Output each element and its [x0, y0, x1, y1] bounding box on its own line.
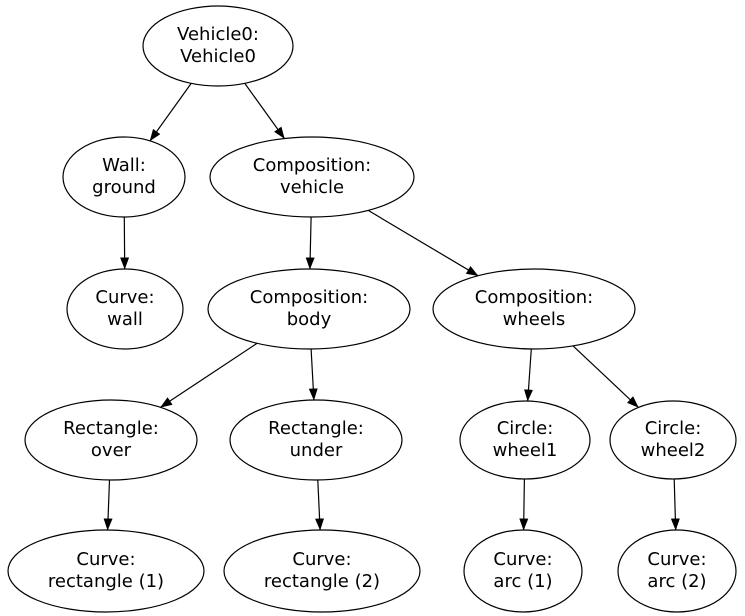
- node-ellipse-rectangle-under: [229, 399, 403, 481]
- node-label-line2-composition-body: body: [287, 309, 332, 330]
- node-curve-arc-1: Curve:arc (1): [463, 529, 583, 613]
- node-label-line1-curve-arc-1: Curve:: [493, 549, 552, 570]
- node-wall-ground: Wall:ground: [62, 136, 186, 218]
- node-ellipse-vehicle0: [142, 5, 294, 87]
- node-label-line1-curve-rectangle-2: Curve:: [292, 549, 351, 570]
- node-label-line2-vehicle0: Vehicle0: [180, 46, 256, 67]
- nodes-layer: Vehicle0:Vehicle0Wall:groundComposition:…: [7, 5, 737, 613]
- node-curve-arc-2: Curve:arc (2): [617, 529, 737, 613]
- edge-rectangle-under-to-curve-rectangle-2: [315, 479, 325, 531]
- node-label-line2-wall-ground: ground: [92, 177, 156, 198]
- node-label-line2-curve-arc-2: arc (2): [647, 571, 706, 592]
- edge-circle-wheel2-to-curve-arc-2: [670, 478, 680, 531]
- node-label-line2-rectangle-over: over: [91, 440, 132, 461]
- node-label-line2-composition-vehicle: vehicle: [280, 177, 344, 198]
- node-ellipse-rectangle-over: [24, 399, 198, 481]
- edge-circle-wheel1-to-curve-arc-1: [519, 478, 529, 531]
- node-label-line1-circle-wheel1: Circle:: [497, 418, 554, 439]
- node-ellipse-wall-ground: [62, 136, 186, 218]
- node-composition-wheels: Composition:wheels: [432, 268, 636, 350]
- edges-layer: [103, 83, 680, 531]
- node-ellipse-composition-wheels: [432, 268, 636, 350]
- edge-vehicle0-to-wall-ground: [149, 83, 192, 142]
- node-label-line1-circle-wheel2: Circle:: [645, 418, 702, 439]
- node-circle-wheel2: Circle:wheel2: [609, 400, 737, 480]
- node-ellipse-composition-vehicle: [209, 136, 415, 218]
- edge-composition-vehicle-to-composition-wheels: [367, 209, 479, 277]
- node-composition-body: Composition:body: [207, 268, 411, 350]
- edge-rectangle-over-to-curve-rectangle-1: [103, 479, 113, 531]
- node-label-line1-rectangle-under: Rectangle:: [268, 418, 364, 439]
- node-ellipse-curve-arc-2: [617, 529, 737, 613]
- node-label-line1-curve-arc-2: Curve:: [647, 549, 706, 570]
- node-ellipse-curve-wall: [66, 268, 184, 350]
- edge-composition-wheels-to-circle-wheel1: [524, 348, 533, 402]
- node-curve-rectangle-1: Curve:rectangle (1): [7, 529, 205, 613]
- node-label-line2-curve-arc-1: arc (1): [493, 571, 552, 592]
- node-rectangle-over: Rectangle:over: [24, 399, 198, 481]
- node-composition-vehicle: Composition:vehicle: [209, 136, 415, 218]
- node-curve-wall: Curve:wall: [66, 268, 184, 350]
- node-label-line2-circle-wheel1: wheel1: [493, 440, 558, 461]
- node-label-line1-composition-wheels: Composition:: [475, 287, 593, 308]
- node-ellipse-circle-wheel2: [609, 400, 737, 480]
- edge-composition-body-to-rectangle-under: [308, 348, 318, 401]
- node-label-line2-curve-rectangle-1: rectangle (1): [48, 571, 164, 592]
- node-label-line1-composition-vehicle: Composition:: [253, 155, 371, 176]
- node-rectangle-under: Rectangle:under: [229, 399, 403, 481]
- node-label-line1-vehicle0: Vehicle0:: [177, 24, 259, 45]
- node-circle-wheel1: Circle:wheel1: [459, 400, 591, 480]
- node-ellipse-curve-arc-1: [463, 529, 583, 613]
- node-vehicle0: Vehicle0:Vehicle0: [142, 5, 294, 87]
- node-label-line1-composition-body: Composition:: [250, 287, 368, 308]
- node-label-line2-circle-wheel2: wheel2: [641, 440, 706, 461]
- node-label-line1-curve-wall: Curve:: [95, 287, 154, 308]
- node-ellipse-circle-wheel1: [459, 400, 591, 480]
- edge-composition-wheels-to-circle-wheel2: [572, 345, 639, 408]
- node-label-line2-composition-wheels: wheels: [503, 309, 566, 330]
- node-label-line1-curve-rectangle-1: Curve:: [76, 549, 135, 570]
- node-ellipse-curve-rectangle-1: [7, 529, 205, 613]
- node-label-line1-wall-ground: Wall:: [102, 155, 146, 176]
- node-ellipse-curve-rectangle-2: [223, 529, 421, 613]
- node-label-line1-rectangle-over: Rectangle:: [63, 418, 159, 439]
- node-label-line2-curve-wall: wall: [107, 309, 143, 330]
- edge-composition-body-to-rectangle-over: [160, 342, 258, 408]
- edge-vehicle0-to-composition-vehicle: [244, 83, 285, 139]
- edge-composition-vehicle-to-composition-body: [305, 216, 315, 270]
- node-label-line2-curve-rectangle-2: rectangle (2): [264, 571, 380, 592]
- node-curve-rectangle-2: Curve:rectangle (2): [223, 529, 421, 613]
- node-ellipse-composition-body: [207, 268, 411, 350]
- node-label-line2-rectangle-under: under: [290, 440, 343, 461]
